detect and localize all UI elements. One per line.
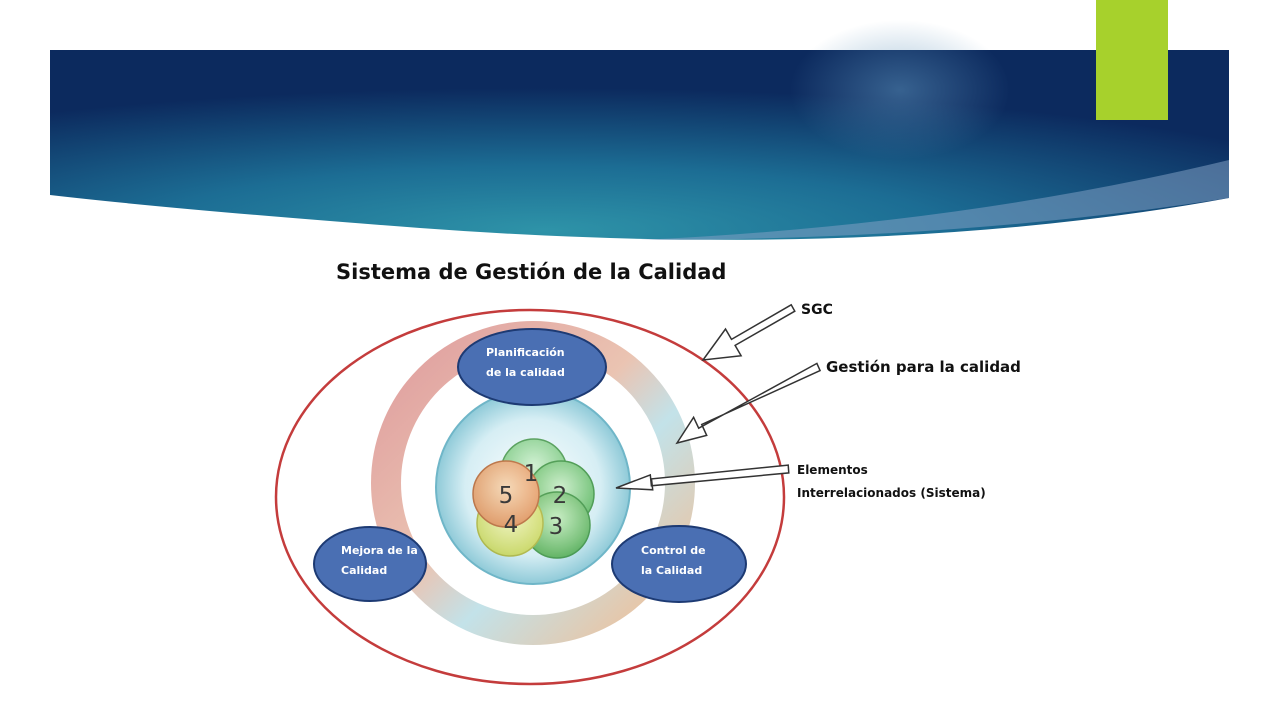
element-2-number: 2 [553, 483, 568, 509]
elementos-label-line-2: Interrelacionados (Sistema) [797, 486, 986, 500]
planificacion-label-line-2: de la calidad [486, 366, 565, 379]
accent-bar [1096, 0, 1168, 120]
gestion-label: Gestión para la calidad [826, 358, 1021, 376]
elementos-label: Elementos Interrelacionados (Sistema) [797, 459, 986, 505]
control-label-line-1: Control de [641, 544, 706, 557]
control-label-line-2: la Calidad [641, 564, 703, 577]
mejora-label-line-2: Calidad [341, 564, 388, 577]
element-5-circle [472, 460, 540, 528]
control-node [611, 525, 747, 603]
planificacion-node [457, 328, 607, 406]
elementos-arrow [615, 464, 790, 491]
mejora-label: Mejora de la Calidad [341, 541, 418, 581]
control-label: Control de la Calidad [641, 541, 706, 581]
sgc-outer-ellipse [274, 308, 786, 686]
elements-cluster [472, 438, 595, 559]
planificacion-label: Planificación de la calidad [486, 343, 565, 383]
header-banner [50, 20, 1229, 240]
element-1-number: 1 [524, 461, 539, 487]
mejora-node [313, 526, 427, 602]
element-4-number: 4 [504, 512, 519, 538]
gestion-arrow [675, 362, 822, 445]
elementos-label-line-1: Elementos [797, 463, 868, 477]
mejora-label-line-1: Mejora de la [341, 544, 418, 557]
element-3-number: 3 [549, 514, 564, 540]
sgc-arrow [701, 303, 796, 361]
planificacion-label-line-1: Planificación [486, 346, 565, 359]
diagram-title: Sistema de Gestión de la Calidad [336, 260, 727, 284]
sgc-label: SGC [801, 302, 833, 318]
element-5-number: 5 [499, 483, 514, 509]
